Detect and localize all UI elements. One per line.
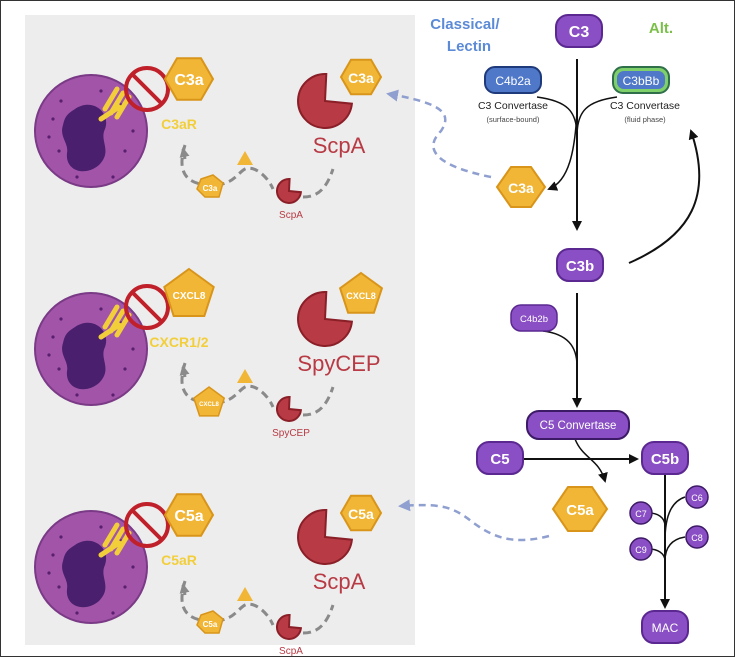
c3bbb-node: C3bBb xyxy=(612,66,670,94)
ligand-label: C3a xyxy=(174,72,203,89)
ligand-shape xyxy=(163,267,215,317)
migration-path xyxy=(180,144,335,199)
svg-text:C3: C3 xyxy=(569,24,590,41)
c3-node: C3 xyxy=(555,14,603,48)
svg-text:C5: C5 xyxy=(490,451,509,468)
enzyme-small xyxy=(275,177,302,204)
mac-node: MAC xyxy=(641,610,689,644)
c3a-transfer-arrow xyxy=(386,89,492,179)
ligand-shape xyxy=(163,493,215,537)
cleaved-ligand xyxy=(338,271,384,314)
c7-node: C7 xyxy=(629,501,653,525)
block-icon xyxy=(124,66,170,112)
svg-text:C9: C9 xyxy=(635,545,647,555)
svg-text:C4b2b: C4b2b xyxy=(520,314,548,325)
small-ligand-label: CXCL8 xyxy=(199,402,219,408)
small-ligand xyxy=(192,386,226,417)
receptor-label: C3aR xyxy=(161,116,197,132)
nucleus xyxy=(62,322,107,390)
ligand-label: CXCL8 xyxy=(173,291,206,302)
enzyme-small xyxy=(275,395,302,422)
enzyme-big xyxy=(297,290,353,347)
c3-convertase-alt-label: C3 Convertase xyxy=(610,100,680,112)
migration-path xyxy=(180,362,335,417)
fragment-triangle xyxy=(237,587,253,601)
small-enzyme-label: SpyCEP xyxy=(272,428,310,439)
enzyme-big xyxy=(297,72,353,129)
small-ligand xyxy=(196,174,224,198)
c5-convertase-node: C5 Convertase xyxy=(526,410,630,440)
c8-node: C8 xyxy=(685,525,709,549)
svg-text:C4b2a: C4b2a xyxy=(495,74,531,88)
cleaved-ligand xyxy=(339,494,383,532)
nucleus xyxy=(62,104,107,172)
block-icon xyxy=(124,502,170,548)
svg-text:C5b: C5b xyxy=(651,451,679,468)
c4b2b-node: C4b2b xyxy=(510,304,558,332)
classical-lectin-label: Classical/ Lectin xyxy=(430,16,503,55)
svg-text:MAC: MAC xyxy=(652,621,679,635)
svg-text:C3b: C3b xyxy=(566,258,594,275)
svg-text:C6: C6 xyxy=(691,493,703,503)
ligand-label: C5a xyxy=(174,508,203,525)
c9-node: C9 xyxy=(629,537,653,561)
svg-text:C8: C8 xyxy=(691,533,703,543)
svg-text:C5a: C5a xyxy=(566,502,594,519)
cleaved-ligand xyxy=(339,58,383,96)
receptor-helices xyxy=(98,304,132,340)
receptor-helices xyxy=(98,86,132,122)
svg-text:C7: C7 xyxy=(635,509,647,519)
fluid-phase-label: (fluid phase) xyxy=(624,115,666,124)
c5a-transfer-arrow xyxy=(398,499,550,542)
enzyme-big xyxy=(297,508,353,565)
enzyme-label: ScpA xyxy=(313,569,366,594)
svg-text:C5 Convertase: C5 Convertase xyxy=(540,420,617,432)
ligand-shape xyxy=(163,57,215,101)
enzyme-label: SpyCEP xyxy=(297,351,380,376)
cleaved-ligand-label: C3a xyxy=(348,70,374,86)
nucleus xyxy=(62,540,107,608)
c5b-node: C5b xyxy=(641,441,689,475)
svg-text:C3bBb: C3bBb xyxy=(623,74,660,88)
c3a-fragment: C3a xyxy=(495,166,547,208)
c4b2a-node: C4b2a xyxy=(484,66,542,94)
c6-node: C6 xyxy=(685,485,709,509)
small-ligand-label: C3a xyxy=(203,184,218,193)
c5a-fragment: C5a xyxy=(551,486,609,532)
c5-node: C5 xyxy=(476,441,524,475)
small-enzyme-label: ScpA xyxy=(279,646,303,656)
cleaved-ligand-label: CXCL8 xyxy=(346,291,376,301)
fragment-triangle xyxy=(237,369,253,383)
small-ligand-label: C5a xyxy=(203,620,218,629)
svg-text:C3a: C3a xyxy=(508,180,534,196)
block-icon xyxy=(124,284,170,330)
c3-convertase-classical-label: C3 Convertase xyxy=(478,100,548,112)
receptor-helices xyxy=(98,522,132,558)
small-enzyme-label: ScpA xyxy=(279,210,303,221)
cleaved-ligand-label: C5a xyxy=(348,506,374,522)
receptor-label: CXCR1/2 xyxy=(149,334,208,350)
alternative-label: Alt. xyxy=(649,20,673,37)
small-ligand xyxy=(196,610,224,634)
c3b-node: C3b xyxy=(556,248,604,282)
fragment-triangle xyxy=(237,151,253,165)
enzyme-small xyxy=(275,613,302,640)
migration-path xyxy=(180,580,335,635)
surface-bound-label: (surface-bound) xyxy=(487,115,540,124)
receptor-label: C5aR xyxy=(161,552,197,568)
complement-pathway xyxy=(523,59,701,609)
enzyme-label: ScpA xyxy=(313,133,366,158)
